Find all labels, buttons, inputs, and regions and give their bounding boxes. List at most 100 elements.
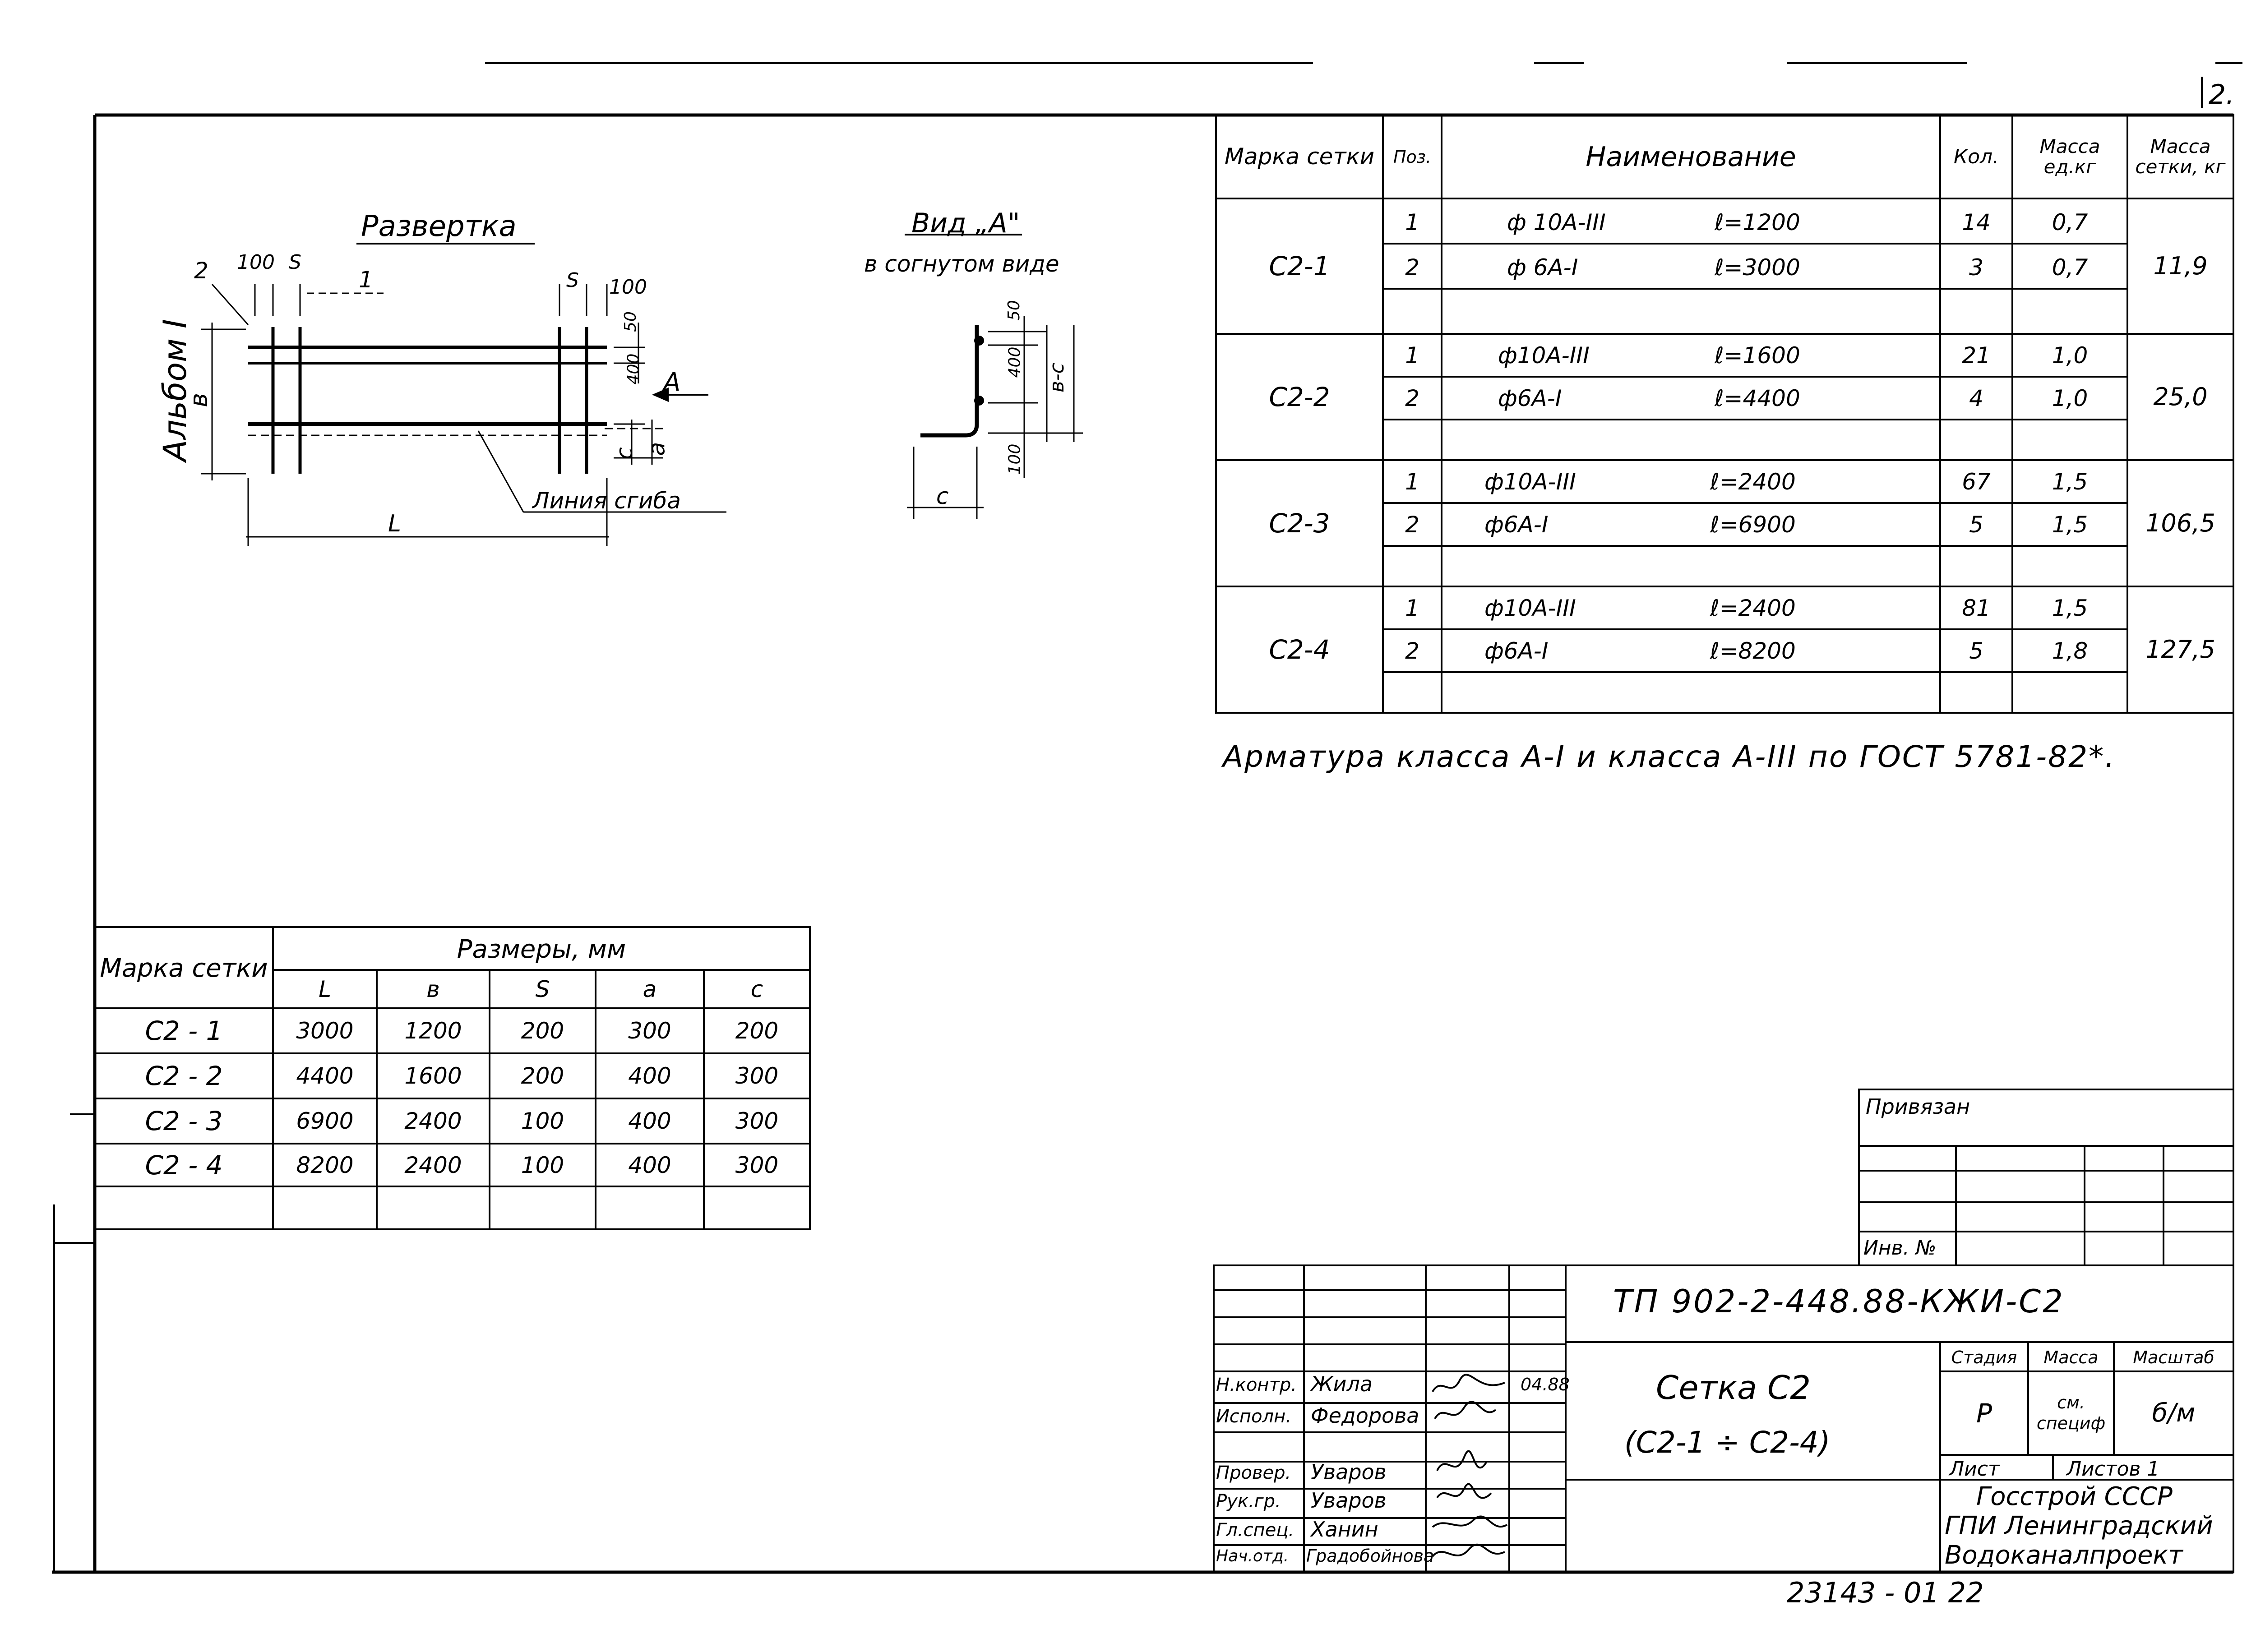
dim-cell: 300 xyxy=(735,1108,779,1134)
spec-unit-mass: 1,5 xyxy=(2052,468,2088,495)
stage-label: Стадия xyxy=(1951,1347,2017,1367)
view-a-subtitle: в согнутом виде xyxy=(864,251,1059,277)
sheets-count-label: Листов 1 xyxy=(2066,1458,2160,1481)
dim-cell: 200 xyxy=(735,1018,779,1044)
dim-col-a: a xyxy=(643,976,657,1002)
role-label: Рук.гр. xyxy=(1216,1491,1281,1512)
bend-line-label: Линия сгиба xyxy=(532,488,681,514)
dim-header-mark: Марка сетки xyxy=(95,929,273,1008)
signature-date: 04.88 xyxy=(1521,1375,1570,1394)
role-label: Нач.отд. xyxy=(1216,1547,1289,1565)
scan-code: 23143 - 01 22 xyxy=(1787,1576,1984,1609)
dim-cell: 300 xyxy=(735,1063,779,1089)
dim-c: c xyxy=(611,447,638,460)
spec-unit-mass: 0,7 xyxy=(2052,209,2088,235)
spec-bar: ф6А-I xyxy=(1498,385,1562,411)
dim-cell: 1600 xyxy=(404,1063,462,1089)
dim-row-mark: С2 - 4 xyxy=(145,1149,223,1181)
scale-value: б/м xyxy=(2152,1398,2196,1428)
spec-mark: С2-4 xyxy=(1269,634,1330,665)
dim-100-right: 100 xyxy=(609,276,647,299)
spec-header-qty: Кол. xyxy=(1940,120,2012,194)
dim-col-b: в xyxy=(426,976,440,1002)
spec-unit-mass: 1,5 xyxy=(2052,595,2088,621)
dim-cell: 2400 xyxy=(404,1152,462,1178)
person-name: Ханин xyxy=(1311,1517,1378,1541)
dim-100-left: 100 xyxy=(237,251,275,274)
spec-pos: 2 xyxy=(1405,385,1419,411)
spec-qty: 14 xyxy=(1962,209,1991,235)
dim-cell: 300 xyxy=(735,1152,779,1178)
spec-header-mesh-mass-text: Масса сетки, кг xyxy=(2135,135,2226,178)
spec-qty: 4 xyxy=(1969,385,1983,411)
role-label: Н.контр. xyxy=(1216,1375,1297,1395)
spec-mesh-mass: 106,5 xyxy=(2145,509,2215,537)
person-name: Градобойнова xyxy=(1306,1546,1434,1566)
sheet-number: 2. xyxy=(2209,79,2235,111)
spec-mesh-mass: 11,9 xyxy=(2153,252,2208,280)
dim-400: 400 xyxy=(624,353,643,385)
dim-row-mark: С2 - 2 xyxy=(145,1061,223,1091)
attached-label: Привязан xyxy=(1866,1094,1970,1119)
dim-L: L xyxy=(388,510,401,537)
sheet-label: Лист xyxy=(1949,1458,2000,1481)
spec-bar: ф 10А-III xyxy=(1507,209,1606,235)
view-a-arrow-label: A xyxy=(663,368,681,397)
spec-qty: 67 xyxy=(1962,468,1991,495)
dim-b: в xyxy=(184,393,213,407)
signatures-graphic xyxy=(1432,1374,1507,1557)
development-title: Развертка xyxy=(361,210,517,243)
dim-col-s: S xyxy=(535,976,550,1002)
dim-cell: 3000 xyxy=(296,1018,354,1044)
spec-header-name-text: Наименование xyxy=(1586,141,1796,173)
view-a-dim-400: 400 xyxy=(1005,346,1024,378)
person-name: Жила xyxy=(1311,1372,1373,1396)
view-a-dim-c: c xyxy=(936,483,949,509)
role-label: Провер. xyxy=(1216,1463,1291,1483)
dim-cell: 200 xyxy=(521,1063,564,1089)
spec-header-unit-mass: Масса ед.кг xyxy=(2012,120,2127,194)
spec-length: ℓ=2400 xyxy=(1710,468,1796,495)
spec-mark: С2-2 xyxy=(1269,382,1330,412)
organization-line1: Госстрой СССР xyxy=(1976,1482,2173,1511)
spec-bar: ф6А-I xyxy=(1484,511,1549,538)
view-a-dim-b-c: в-с xyxy=(1045,363,1068,392)
sheet-title-line1: Сетка С2 xyxy=(1656,1369,1811,1407)
role-label: Гл.спец. xyxy=(1216,1520,1294,1541)
spec-pos: 1 xyxy=(1405,595,1419,621)
dim-cell: 8200 xyxy=(296,1152,354,1178)
document-code: ТП 902-2-448.88-КЖИ-С2 xyxy=(1613,1283,2065,1320)
spec-bar: ф10А-III xyxy=(1484,595,1576,621)
dim-col-L: L xyxy=(319,976,331,1002)
spec-qty: 5 xyxy=(1969,637,1983,664)
dim-s-right: S xyxy=(566,269,579,292)
spec-header-qty-text: Кол. xyxy=(1953,145,1999,168)
pos-1-label: 1 xyxy=(359,267,373,293)
spec-pos: 2 xyxy=(1405,637,1419,664)
reinforcement-note: Арматура класса А-I и класса А-III по ГО… xyxy=(1223,739,2116,774)
mass-value-text: см. специф xyxy=(2036,1392,2106,1433)
spec-qty: 3 xyxy=(1969,254,1983,281)
spec-length: ℓ=8200 xyxy=(1710,637,1796,664)
sheet-title-line2: (С2-1 ÷ С2-4) xyxy=(1624,1425,1831,1460)
dim-cell: 400 xyxy=(628,1152,671,1178)
spec-header-pos-text: Поз. xyxy=(1393,147,1432,167)
spec-qty: 5 xyxy=(1969,511,1983,538)
spec-mesh-mass: 25,0 xyxy=(2153,383,2208,411)
spec-mesh-mass: 127,5 xyxy=(2145,635,2215,664)
organization-line2: ГПИ Ленинградский xyxy=(1945,1511,2213,1541)
spec-unit-mass: 1,0 xyxy=(2052,385,2088,411)
spec-bar: ф10А-III xyxy=(1498,342,1590,369)
view-a-title: Вид „А" xyxy=(911,208,1020,239)
dim-col-c: c xyxy=(750,976,763,1002)
dim-row-mark: С2 - 3 xyxy=(145,1106,223,1136)
dim-header-sizes: Размеры, мм xyxy=(457,935,626,964)
dim-cell: 400 xyxy=(628,1108,671,1134)
spec-pos: 1 xyxy=(1405,342,1419,369)
dim-header-mark-text: Марка сетки xyxy=(100,954,268,983)
organization-line3: Водоканалпроект xyxy=(1945,1541,2183,1570)
album-label: Альбом I xyxy=(156,319,194,461)
person-name: Уваров xyxy=(1311,1460,1387,1484)
role-label: Исполн. xyxy=(1216,1406,1291,1427)
